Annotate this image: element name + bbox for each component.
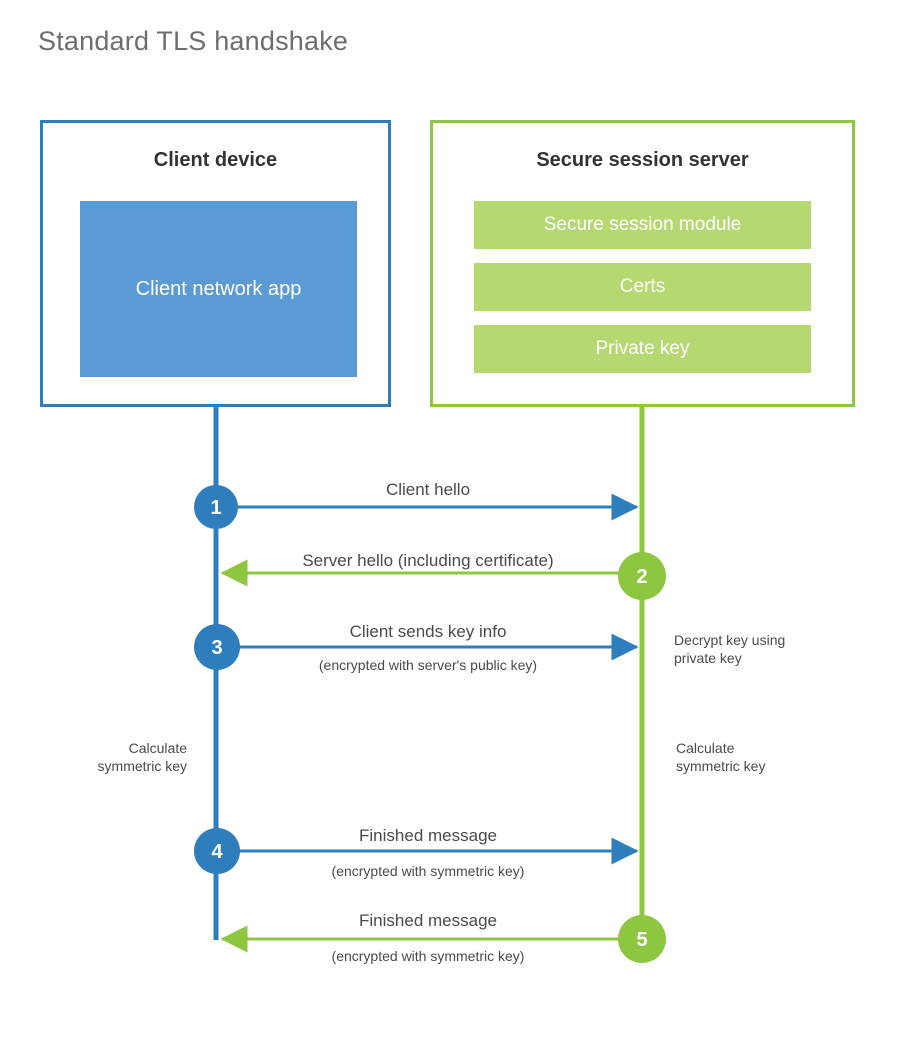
step-number-3: 3 [211,637,222,659]
step-sublabel-3: (encrypted with server's public key) [319,657,537,673]
client-network-app-block: Client network app [80,201,357,377]
step-number-2: 2 [636,566,647,588]
note-server-calc-line1: Calculate [676,740,735,756]
step-label-5: Finished message [359,911,497,930]
server-module-secure-session: Secure session module [474,201,811,249]
client-device-box: Client device Client network app [40,120,391,407]
step-number-5: 5 [636,929,647,951]
step-number-1: 1 [210,497,221,519]
server-module-private-key: Private key [474,325,811,373]
step-label-3: Client sends key info [350,622,507,641]
step-sublabel-4: (encrypted with symmetric key) [332,863,525,879]
note-server-calc-line2: symmetric key [676,758,765,774]
client-device-title: Client device [153,149,278,171]
server-module-list: Secure session module Certs Private key [474,201,811,373]
step-label-2: Server hello (including certificate) [302,551,553,570]
server-module-certs: Certs [474,263,811,311]
note-client-calc-line2: symmetric key [98,758,187,774]
step-label-4: Finished message [359,826,497,845]
note-client-calc-line1: Calculate [129,740,188,756]
step-sublabel-5: (encrypted with symmetric key) [332,948,525,964]
secure-session-server-box: Secure session server Secure session mod… [430,120,855,407]
step-label-1: Client hello [386,480,470,499]
note-decrypt-line1: Decrypt key using [674,632,785,648]
note-decrypt-line2: private key [674,650,742,666]
secure-session-server-title: Secure session server [536,149,749,171]
page-title: Standard TLS handshake [38,26,349,56]
step-number-4: 4 [211,841,223,863]
